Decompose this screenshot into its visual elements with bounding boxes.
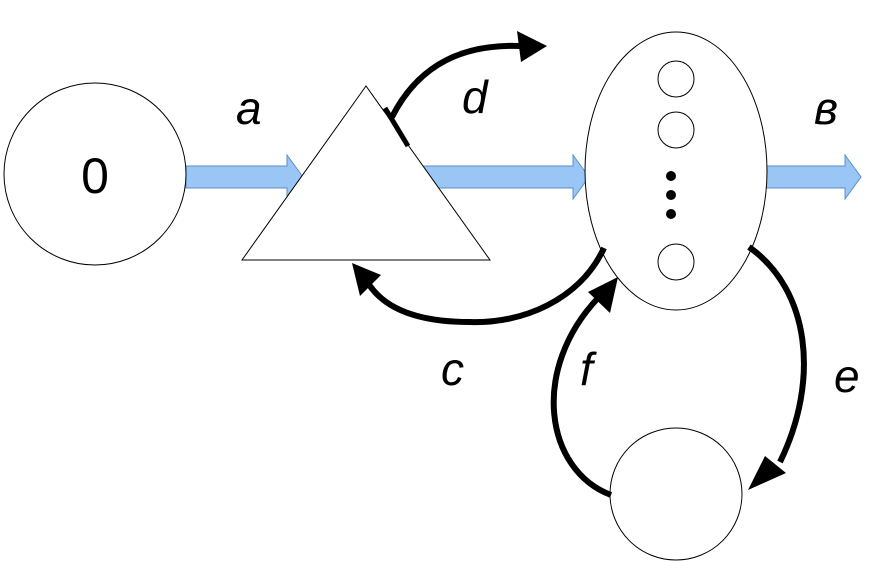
arc-e-arrowhead [748,456,786,490]
pool-node [584,31,768,311]
loop-node [609,427,743,561]
arc-f [550,295,613,498]
label-e: e [834,350,860,402]
arc-d [389,42,521,119]
label-a: a [236,82,262,134]
flow-arrow-a [185,153,304,201]
arc-d-tick [382,106,411,148]
pool-item [657,111,695,149]
pool-item [657,60,695,98]
arc-f-arrowhead [588,277,618,313]
label-f: f [580,343,597,395]
arc-c-arrowhead [352,263,381,296]
label-b: в [814,82,838,134]
arc-e [747,244,807,464]
pool-item [657,243,695,281]
arc-c [365,246,607,326]
source-node [3,82,187,266]
label-d: d [462,71,489,123]
ellipsis-dot [666,190,676,200]
flow-arrow-b [763,153,862,201]
source-node-label: 0 [81,148,109,204]
label-c: c [441,343,464,395]
arc-d-arrowhead [517,31,547,62]
ellipsis-dot [666,209,676,219]
ellipsis-dot [666,171,676,181]
triangle-node [241,85,491,261]
flow-arrow-middle [421,153,590,201]
